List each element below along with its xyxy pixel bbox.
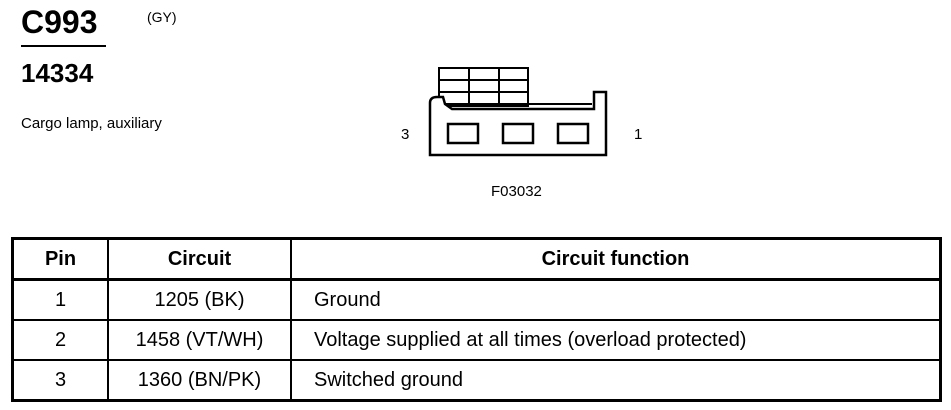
header-circuit-function: Circuit function xyxy=(290,237,942,281)
header-pin: Pin xyxy=(11,237,109,281)
cell-pin: 1 xyxy=(11,278,109,321)
terminal-grid xyxy=(438,67,529,107)
table-row: 1 1205 (BK) Ground xyxy=(11,278,942,321)
pin-cavity-2 xyxy=(501,122,535,145)
pin-cavity-3 xyxy=(446,122,480,145)
cell-circuit: 1458 (VT/WH) xyxy=(107,319,292,361)
pin-table-header: Pin Circuit Circuit function xyxy=(11,237,942,281)
color-code: (GY) xyxy=(147,9,177,25)
cell-circuit: 1360 (BN/PK) xyxy=(107,359,292,402)
pin-right-label: 1 xyxy=(634,126,643,143)
cell-function: Voltage supplied at all times (overload … xyxy=(290,319,942,361)
cell-pin: 2 xyxy=(11,319,109,361)
part-number: 14334 xyxy=(21,58,94,88)
connector-id: C993 xyxy=(21,4,98,40)
header-circuit: Circuit xyxy=(107,237,292,281)
table-row: 3 1360 (BN/PK) Switched ground xyxy=(11,359,942,402)
connector-id-underline xyxy=(21,45,106,47)
cell-pin: 3 xyxy=(11,359,109,402)
pin-cavity-1 xyxy=(556,122,590,145)
table-row: 2 1458 (VT/WH) Voltage supplied at all t… xyxy=(11,319,942,361)
connector-face-diagram xyxy=(428,67,608,157)
pin-table: Pin Circuit Circuit function 1 1205 (BK)… xyxy=(11,237,942,402)
cell-circuit: 1205 (BK) xyxy=(107,278,292,321)
connector-description: Cargo lamp, auxiliary xyxy=(21,115,162,132)
terminal-grid-outline xyxy=(438,67,529,107)
pin-left-label: 3 xyxy=(401,126,410,143)
cell-function: Ground xyxy=(290,278,942,321)
figure-id: F03032 xyxy=(491,183,542,200)
cell-function: Switched ground xyxy=(290,359,942,402)
